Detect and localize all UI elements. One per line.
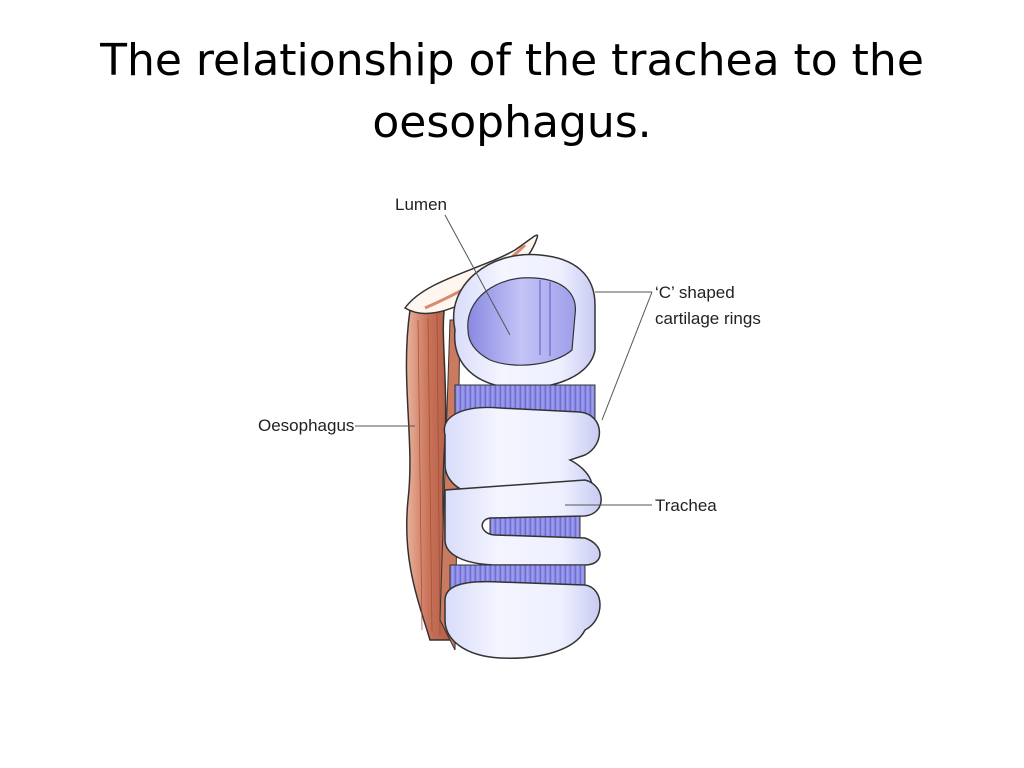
title-line-1: The relationship of the trachea to the (100, 35, 924, 86)
title-line-2: oesophagus. (372, 97, 652, 148)
bottom-cartilage-ring (444, 580, 601, 659)
c-rings-leader-side (601, 291, 653, 421)
label-lumen: Lumen (395, 195, 447, 214)
top-cartilage-ring (452, 253, 596, 389)
label-cartilage-rings: cartilage rings (655, 309, 761, 328)
trachea (439, 253, 602, 659)
lower-cartilage-ring (444, 479, 602, 566)
leader-lines (355, 214, 653, 506)
label-oesophagus: Oesophagus (258, 416, 354, 435)
slide-title: The relationship of the trachea to the o… (40, 30, 984, 154)
diagram-svg: Lumen ‘C’ shaped cartilage rings Oesopha… (258, 195, 761, 659)
label-trachea: Trachea (655, 496, 717, 515)
trachea-oesophagus-diagram: Lumen ‘C’ shaped cartilage rings Oesopha… (240, 180, 800, 680)
label-c-shaped: ‘C’ shaped (655, 283, 735, 302)
lumen-leader (444, 214, 511, 336)
